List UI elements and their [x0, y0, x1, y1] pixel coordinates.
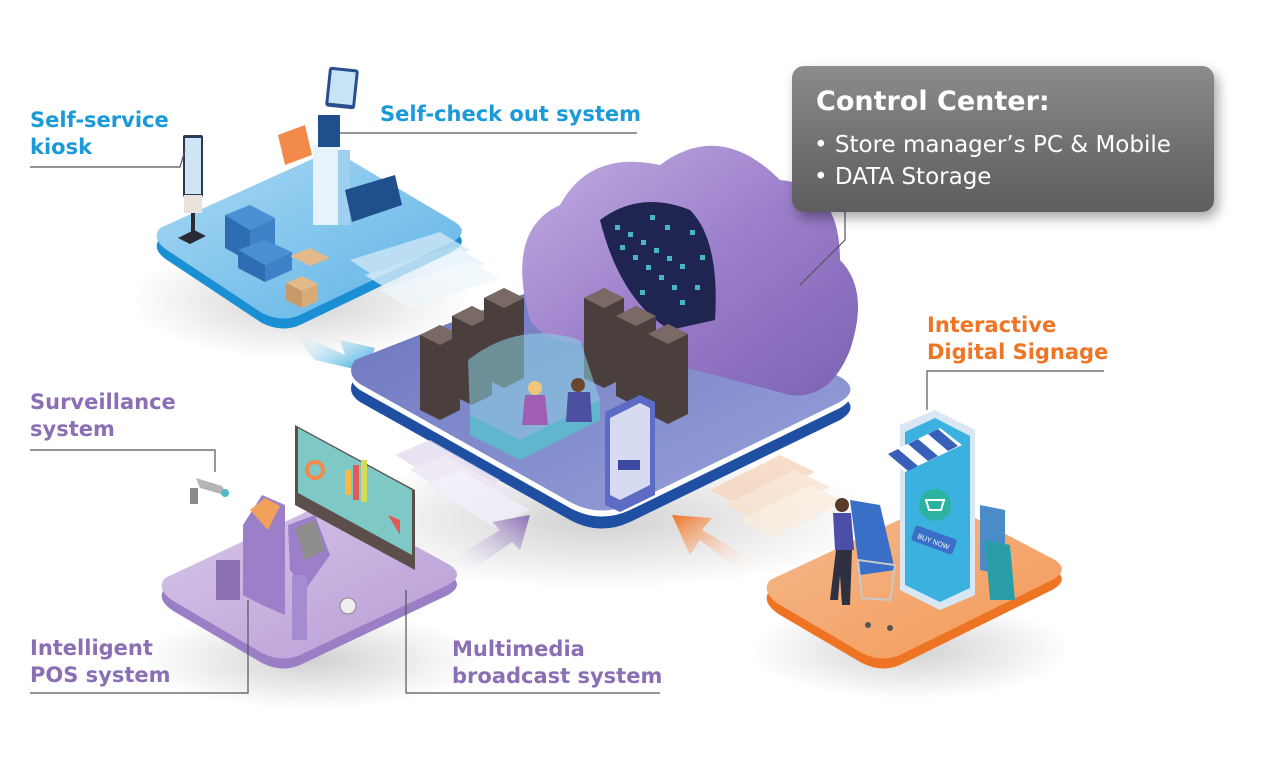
- label-line: Intelligent: [30, 636, 153, 660]
- boxes: [225, 205, 330, 308]
- operator: [571, 378, 585, 392]
- server-rack: [616, 306, 656, 406]
- label-line: Self-service: [30, 108, 169, 132]
- operators-desk: [468, 333, 600, 460]
- self-service-platform: [156, 66, 462, 329]
- basket: [278, 125, 312, 165]
- label-line: Surveillance: [30, 390, 176, 414]
- arrow-from-pos: [450, 515, 530, 575]
- servers: [420, 288, 688, 424]
- signage-platform: BUY NOW: [766, 410, 1062, 669]
- control-center-callout: Control Center: Store manager’s PC & Mob…: [792, 66, 1214, 212]
- label-line: Interactive: [927, 313, 1057, 337]
- mobile-device: [605, 395, 655, 512]
- cart-icon: [919, 489, 951, 521]
- awning: [885, 428, 962, 472]
- shopper: [835, 498, 849, 512]
- server-rack: [584, 288, 624, 388]
- label-self-service-kiosk: Self-service kiosk: [30, 107, 169, 161]
- arrow-from-self-service: [290, 330, 375, 372]
- label-line: POS system: [30, 663, 171, 687]
- stairs: [350, 232, 500, 308]
- pos-terminal: [243, 495, 285, 615]
- label-self-checkout: Self-check out system: [380, 102, 641, 126]
- shopping-bag: [850, 500, 895, 575]
- surveillance-camera-icon: [190, 478, 229, 504]
- server-rack: [420, 325, 460, 420]
- label-line: broadcast system: [452, 664, 663, 688]
- leader-lines: [30, 132, 1104, 694]
- shopping-cart: [856, 558, 897, 602]
- callout-item: DATA Storage: [814, 164, 992, 190]
- operator: [528, 381, 542, 395]
- label-line: kiosk: [30, 135, 93, 159]
- label-line: system: [30, 417, 115, 441]
- callout-title: Control Center:: [816, 86, 1050, 117]
- label-line: Digital Signage: [927, 340, 1109, 364]
- buy-now-button: [911, 525, 957, 555]
- label-surveillance: Surveillance system: [30, 389, 176, 443]
- dome-camera: [339, 597, 357, 615]
- stairs: [395, 440, 530, 527]
- server-rack: [648, 324, 688, 424]
- label-multimedia: Multimedia broadcast system: [452, 636, 662, 690]
- arrow-from-signage: [672, 515, 752, 575]
- callout-item: Store manager’s PC & Mobile: [814, 132, 1171, 158]
- label-line: Multimedia: [452, 637, 585, 661]
- pos-platform: [161, 425, 458, 669]
- label-intelligent-pos: Intelligent POS system: [30, 635, 171, 689]
- label-digital-signage: Interactive Digital Signage: [927, 312, 1108, 366]
- shopping-bag: [985, 540, 1015, 600]
- stairs: [710, 455, 845, 537]
